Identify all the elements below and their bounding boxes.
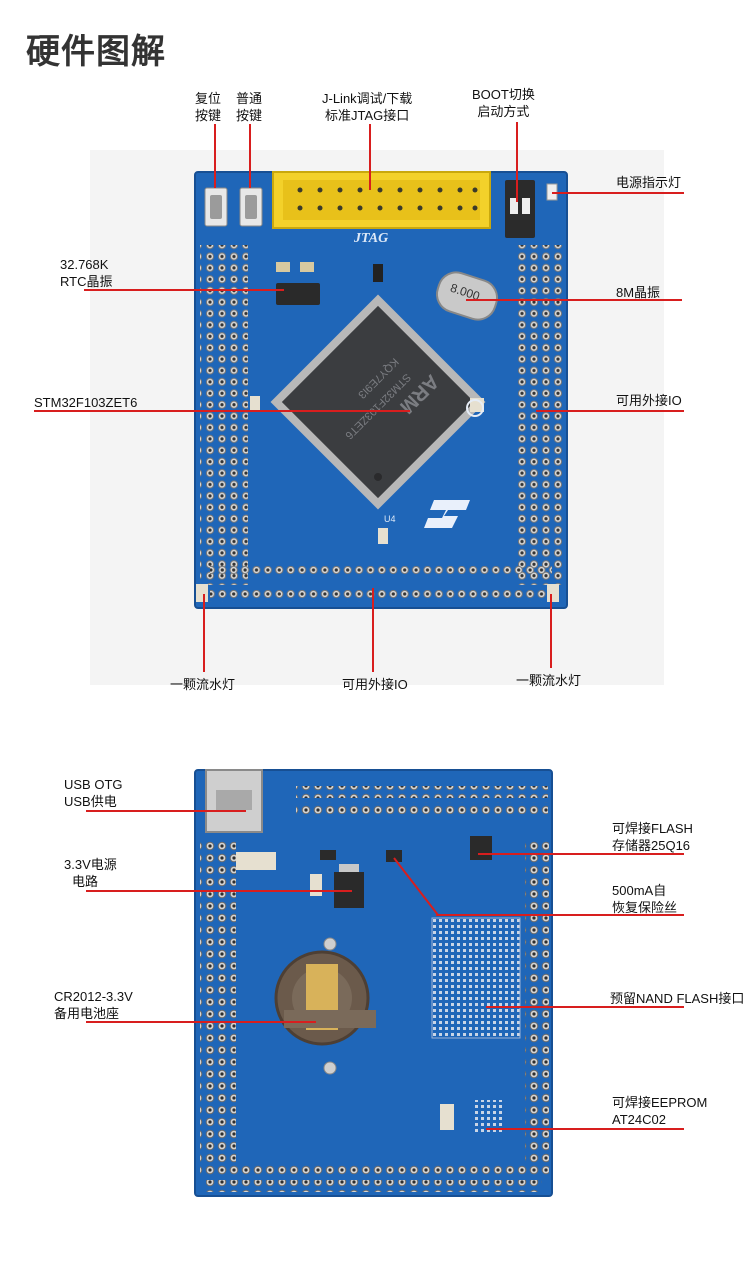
back-bottom-pins-2 [206, 1180, 542, 1192]
normal-button-callout [249, 124, 251, 188]
led-right-label: 一颗流水灯 [516, 673, 582, 688]
left-pin-header-2 [224, 245, 248, 585]
boot-switch [505, 180, 535, 238]
right-pin-header [515, 245, 539, 585]
right-pin-header-2 [539, 245, 563, 585]
page-title: 硬件图解 [26, 33, 166, 71]
boot-label: BOOT切换启动方式 [472, 87, 535, 119]
jtag-silk: JTAG [354, 231, 389, 246]
flash-callout [478, 853, 684, 855]
crystal-8m [435, 271, 499, 321]
reset-button-callout [214, 124, 216, 188]
normal-button-label: 普通按键 [236, 91, 263, 123]
power-led-label: 电源指示灯 [616, 175, 682, 190]
crystal-8m-label: 8M晶振 [616, 285, 661, 300]
usb-callout [86, 810, 246, 812]
nand-footprint [431, 917, 521, 1039]
led-right-callout [550, 594, 552, 668]
io-right-label: 可用外接IO [616, 393, 682, 408]
eeprom-callout [486, 1128, 684, 1130]
reset-button-label: 复位按键 [195, 91, 222, 123]
power-led-callout [552, 192, 684, 194]
st-logo [424, 500, 470, 528]
u4-silk: U4 [384, 514, 396, 524]
mcu-chip [281, 305, 475, 499]
left-pin-header [200, 245, 224, 585]
led-left-label: 一颗流水灯 [170, 677, 236, 692]
rtc-callout [84, 289, 284, 291]
nand-label: 预留NAND FLASH接口 [610, 991, 745, 1006]
battery-callout [86, 1021, 316, 1023]
power-3v3-callout [86, 890, 352, 892]
led-left-callout [203, 594, 205, 672]
rtc-crystal [276, 283, 320, 305]
io-right-callout [536, 410, 684, 412]
io-bottom-label: 可用外接IO [342, 677, 408, 692]
power-3v3-label: 3.3V电源电路 [64, 857, 117, 889]
boot-callout [516, 122, 518, 202]
back-bottom-pins [206, 1164, 542, 1176]
fuse-label: 500mA自恢复保险丝 [612, 883, 678, 915]
back-left-pins-2 [224, 840, 236, 1176]
back-top-pins-2 [296, 802, 548, 814]
fuse-callout [436, 914, 684, 916]
fuse [386, 850, 402, 862]
bottom-pin-header [210, 566, 552, 578]
nand-callout [486, 1006, 684, 1008]
back-top-pins [296, 786, 548, 798]
mcu-label: STM32F103ZET6 [34, 395, 138, 410]
back-right-pins [525, 840, 549, 1176]
jlink-callout [369, 124, 371, 190]
bottom-pin-header-2 [210, 590, 552, 602]
io-bottom-callout [372, 588, 374, 672]
jlink-label: J-Link调试/下载标准JTAG接口 [322, 91, 413, 123]
usb-connector [205, 769, 263, 833]
mcu-callout [34, 410, 410, 412]
back-left-pins [200, 840, 224, 1176]
crystal-8m-callout [466, 299, 682, 301]
